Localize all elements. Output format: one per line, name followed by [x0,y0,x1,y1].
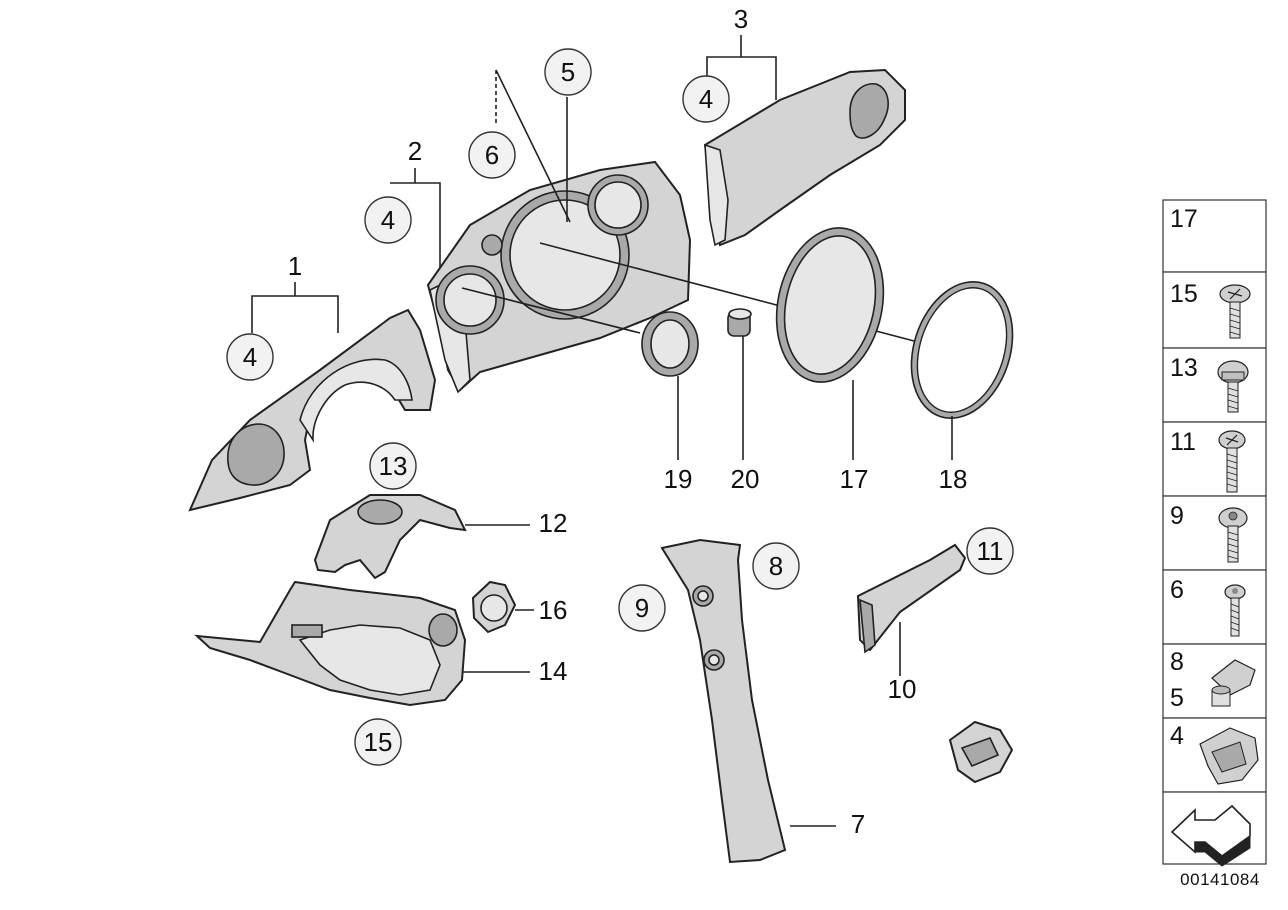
part-14-lower-column-cover [194,580,530,707]
svg-text:9: 9 [1170,502,1184,530]
leader-lines [461,69,961,354]
svg-text:14: 14 [539,656,568,686]
svg-text:11: 11 [1170,428,1196,456]
svg-text:6: 6 [485,140,499,170]
socket-screw-icon [1218,507,1248,563]
bracket-2 [390,168,441,268]
callout-5: 5 [544,48,592,96]
callout-15: 15 [354,718,402,766]
callout-13: 13 [369,442,417,490]
svg-text:10: 10 [888,674,917,704]
part-numbers: 1 2 3 7 10 12 14 16 17 18 19 20 [288,4,968,839]
callout-8: 8 [752,542,800,590]
part-17-bezel-ring [775,227,885,460]
legend-panel: 17 15 13 11 9 6 8 5 4 [1162,199,1267,867]
spring-nut-icon [1211,659,1256,707]
callout-11: 11 [966,527,1014,575]
part-20-sleeve [727,308,752,460]
svg-text:4: 4 [381,205,395,235]
part-16-switch [471,580,534,634]
part-1-left-dash-trim [188,308,437,512]
svg-text:11: 11 [977,536,1004,566]
direction-arrow-icon [1170,804,1251,867]
part-12-upper-column-cover [313,494,530,580]
svg-text:16: 16 [539,595,568,625]
svg-text:18: 18 [939,464,968,494]
callout-4-a: 4 [226,333,274,381]
diagram-code: 00141084 [1180,870,1260,889]
part-19-ring [641,311,699,460]
svg-text:3: 3 [734,4,748,34]
clip-icon [1199,727,1259,785]
part-10-grab-handle [856,543,967,676]
svg-text:13: 13 [379,451,408,481]
svg-text:12: 12 [539,508,568,538]
svg-text:17: 17 [840,464,869,494]
phillips-screw-icon [1219,284,1251,339]
part-7-pillar-trim [660,538,836,864]
part-2-cluster-housing [426,160,692,394]
svg-text:5: 5 [1170,684,1184,712]
phillips-screw-long-icon [1218,430,1246,493]
svg-text:5: 5 [561,57,575,87]
callout-9: 9 [618,584,666,632]
callout-4-c: 4 [682,75,730,123]
svg-text:6: 6 [1170,576,1184,604]
svg-text:4: 4 [243,342,257,372]
part-3-right-dash-trim [703,68,906,247]
svg-text:8: 8 [769,551,783,581]
bracket-1 [251,282,339,333]
svg-text:13: 13 [1170,354,1198,382]
svg-text:1: 1 [288,251,302,281]
svg-text:4: 4 [699,84,713,114]
svg-text:7: 7 [851,809,865,839]
callout-4-b: 4 [364,196,412,244]
svg-text:15: 15 [364,727,393,757]
washer-screw-icon [1224,584,1246,637]
collar-screw-icon [1217,360,1249,413]
svg-text:20: 20 [731,464,760,494]
svg-text:19: 19 [664,464,693,494]
callouts: 4 4 4 5 6 8 9 11 13 15 [226,48,1014,766]
svg-text:2: 2 [408,136,422,166]
svg-text:4: 4 [1170,722,1184,750]
part-18-glass-ring [910,280,1014,460]
clip-part [948,720,1014,784]
svg-text:8: 8 [1170,648,1184,676]
callout-6: 6 [468,131,516,179]
svg-text:17: 17 [1170,205,1198,233]
bracket-3 [706,35,777,100]
svg-text:15: 15 [1170,280,1198,308]
svg-text:9: 9 [635,593,649,623]
